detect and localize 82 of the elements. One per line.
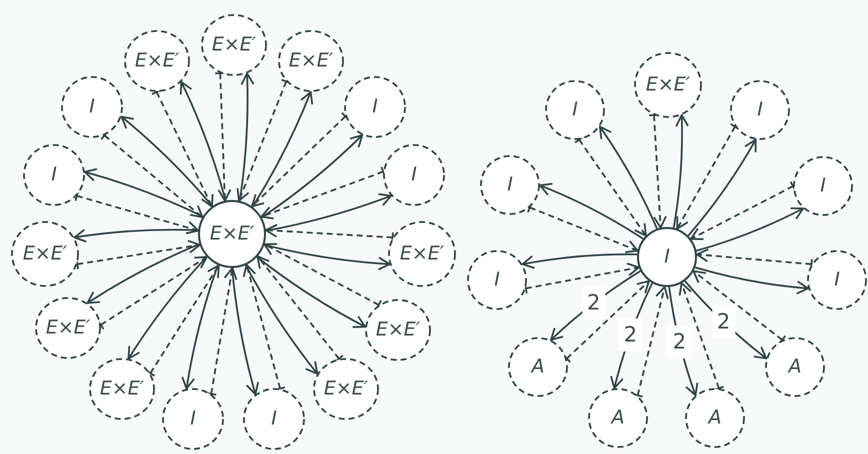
arrow [539,182,644,240]
state-circle-dashed [313,358,379,420]
edge-label: 2 [582,286,606,320]
node-label: E×E′ [644,76,692,94]
edge-label: 2 [668,325,692,358]
node-label: E×E′ [98,380,146,398]
state-circle-dashed [807,250,867,310]
arrow [180,81,226,201]
node-label: I [50,166,58,184]
arrow [522,253,638,270]
arrow [261,134,364,218]
node-label: E×E′ [44,318,92,338]
node-label: E×E′ [134,52,180,70]
state-circle-dashed [23,144,85,206]
state-circle-dashed [588,388,648,448]
arrow [256,256,366,328]
node-label: I [88,98,96,116]
node-label: A [610,408,626,428]
node-label: A [786,358,802,376]
state-circle-dashed [61,76,123,138]
state-circle-dashed [162,388,224,450]
node-label: I [663,248,671,266]
arrow [242,264,286,391]
node-label: A [706,408,722,428]
arrow [260,166,386,220]
node-label: E×E′ [322,380,370,398]
arrow [672,114,689,228]
state-circle [198,200,266,268]
node-label: E×E′ [374,320,422,340]
state-circle-dashed [730,80,790,140]
node-label: I [189,410,197,428]
arrow [524,262,640,294]
state-circle-dashed [545,80,605,140]
state-circle-dashed [383,144,445,206]
node-label: I [833,270,841,290]
node-label: E×E′ [210,36,258,54]
arrow [696,207,804,252]
node-label: A [530,358,546,376]
state-circle-dashed [467,250,527,310]
arrow [678,282,725,391]
arrow [181,264,219,390]
node-label: I [410,166,418,184]
state-circle-dashed [243,388,305,450]
state-circle-dashed [11,221,79,287]
state-circle-dashed [508,337,568,397]
state-circle-dashed [35,297,101,359]
edge-label: 2 [618,318,642,352]
state-circle-dashed [344,76,406,138]
state-circle [637,227,697,287]
arrow [76,240,201,270]
node-label: I [819,176,827,196]
state-circle-dashed [201,14,267,76]
node-label: E×E′ [22,244,68,264]
node-label: E×E′ [398,244,446,264]
arrow [599,126,658,230]
node-label: E×E′ [288,52,334,70]
state-circle-dashed [634,52,702,118]
node-label: I [571,100,579,120]
edge-label: 2 [712,306,736,338]
node-label: I [756,100,764,120]
arrow [214,72,232,202]
arrow [244,264,318,375]
state-circle-dashed [278,30,344,92]
arrow [252,91,314,208]
state-circle-dashed [365,299,431,361]
arrow [264,244,391,270]
state-circle-dashed [388,221,456,287]
state-circle-dashed [124,30,190,92]
arrow [688,138,757,236]
node-label: I [506,176,514,194]
arrow [648,114,667,229]
node-label: E×E′ [208,224,256,244]
state-circle-dashed [765,337,825,397]
node-label: I [493,270,501,290]
arrow [694,266,810,294]
node-label: I [371,98,379,116]
state-circle-dashed [793,156,853,216]
state-circle-dashed [480,155,540,215]
state-circle-dashed [685,388,745,448]
state-circle-dashed [89,358,155,420]
arrow [238,72,254,202]
node-label: I [270,410,278,428]
